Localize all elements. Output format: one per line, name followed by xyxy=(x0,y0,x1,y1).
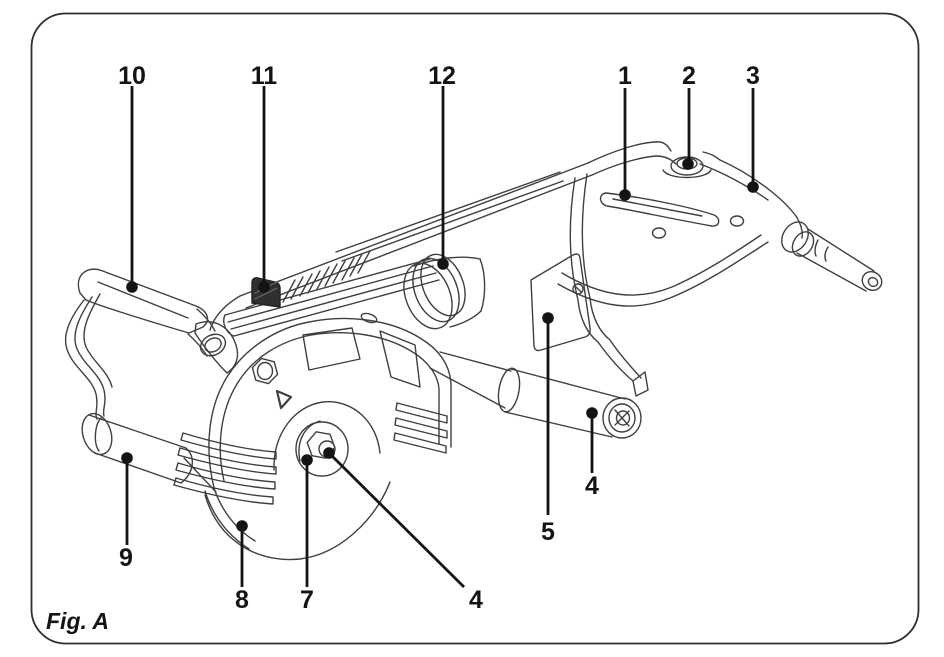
leader-line-4-bolt xyxy=(328,452,465,588)
callout-dot-10 xyxy=(126,281,138,293)
callout-label-1: 1 xyxy=(618,62,632,90)
rear-roller xyxy=(497,297,649,439)
callout-dot-2 xyxy=(682,158,694,170)
callout-dot-11 xyxy=(258,281,270,293)
callout-label-12: 12 xyxy=(428,62,456,90)
switch-window xyxy=(599,192,720,227)
cutting-disc-edge xyxy=(204,481,391,561)
callout-dot-1 xyxy=(619,189,631,201)
callout-dots xyxy=(121,158,759,532)
callout-labels: 10 11 12 1 2 3 9 8 7 4 5 4 xyxy=(118,62,760,614)
dust-port xyxy=(403,253,486,330)
motor-housing xyxy=(209,141,657,409)
callout-dot-3 xyxy=(747,181,759,193)
callout-label-3: 3 xyxy=(746,62,760,90)
vent-slots xyxy=(282,250,371,303)
callout-dot-7 xyxy=(301,454,313,466)
front-roller xyxy=(81,412,217,493)
figure-caption: Fig. A xyxy=(46,608,109,634)
callout-leaders xyxy=(125,86,755,588)
rotation-arrow-mark xyxy=(275,389,293,410)
figure-border xyxy=(30,12,920,645)
guard-mount-arm xyxy=(194,321,239,374)
tool-illustration xyxy=(64,141,883,561)
blade-guard xyxy=(173,312,452,561)
callout-label-2: 2 xyxy=(682,62,696,90)
callout-dot-9 xyxy=(121,452,133,464)
callout-label-10: 10 xyxy=(118,62,146,90)
callout-dot-4-roller xyxy=(586,407,598,419)
access-cover xyxy=(530,253,591,352)
power-cord xyxy=(781,221,883,292)
callout-dot-8 xyxy=(236,520,248,532)
outer-flange xyxy=(295,420,349,477)
callout-label-4-roller: 4 xyxy=(585,472,599,500)
callout-label-8: 8 xyxy=(235,586,249,614)
callout-label-4-bolt: 4 xyxy=(469,586,483,614)
front-handle xyxy=(64,268,217,493)
callout-label-7: 7 xyxy=(300,586,314,614)
callout-dot-5 xyxy=(542,312,554,324)
callout-dot-4-bolt xyxy=(323,447,335,459)
callout-dot-12 xyxy=(437,258,449,270)
rear-handle xyxy=(557,141,803,307)
callout-label-5: 5 xyxy=(541,518,555,546)
hex-recess xyxy=(251,357,279,385)
callout-label-11: 11 xyxy=(251,62,278,90)
callout-label-9: 9 xyxy=(119,544,133,572)
